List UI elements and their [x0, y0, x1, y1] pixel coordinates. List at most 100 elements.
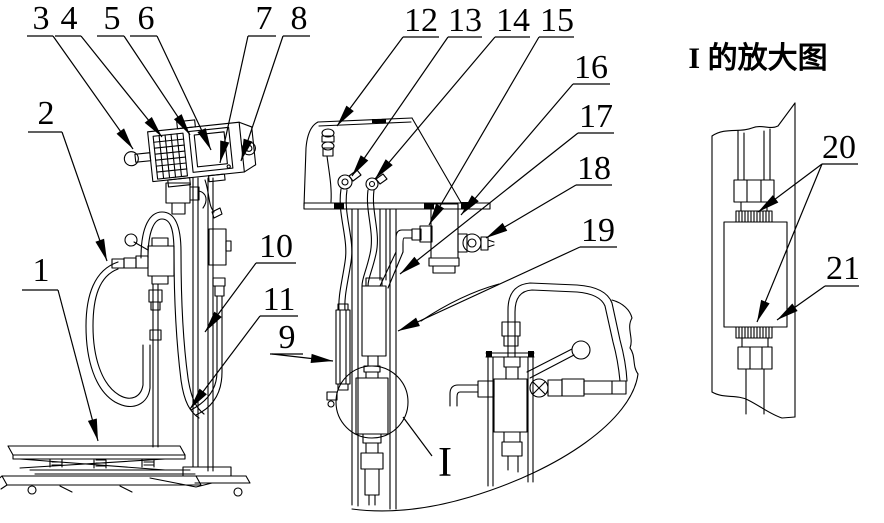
- callout-arrowhead: [758, 195, 779, 212]
- callout-label: 4: [61, 0, 78, 37]
- callout-arrowhead: [352, 155, 369, 176]
- callout-arrowhead: [95, 238, 107, 261]
- callout-15: 15: [428, 2, 574, 226]
- pump-lever-ball[interactable]: [571, 340, 591, 360]
- sight-glass: [326, 303, 351, 408]
- detail-circle-I: [335, 365, 409, 439]
- weighing-platform: [0, 445, 243, 497]
- detail-view-title: I 的放大图: [688, 42, 827, 75]
- callout-label: 21: [826, 250, 860, 287]
- bottom-break-line: [711, 391, 796, 419]
- callout-arrowhead: [337, 105, 354, 126]
- foot-pedal: [149, 477, 213, 488]
- callout-13: 13: [351, 2, 482, 177]
- callout-arrowhead: [757, 299, 770, 322]
- callout-label: 19: [581, 212, 615, 249]
- callout-leader: [402, 416, 433, 457]
- top-break-line: [711, 102, 796, 137]
- callout-arrowhead: [144, 116, 162, 137]
- metering-cylinder: [361, 277, 387, 367]
- callout-leader: [351, 36, 449, 177]
- callout-19: 19: [397, 212, 617, 332]
- callout-12: 12: [336, 2, 439, 127]
- callout-arrowhead: [777, 303, 798, 320]
- callout-label: 7: [256, 0, 273, 37]
- callout-label: 16: [574, 49, 608, 86]
- callout-label: 2: [38, 95, 55, 132]
- callout-3: 3: [27, 0, 134, 150]
- callout-arrowhead: [205, 311, 222, 332]
- callout-label: 6: [138, 0, 155, 37]
- callout-arrowhead: [87, 418, 98, 441]
- callout-label: 12: [404, 2, 438, 39]
- enlarged-detail-view: [711, 102, 796, 419]
- callout-I: I: [402, 416, 452, 486]
- callout-leader: [399, 132, 579, 275]
- left-filling-machine: [0, 119, 257, 497]
- callout-label: 11: [263, 281, 296, 318]
- callout-16: 16: [460, 49, 610, 216]
- callout-leader: [374, 36, 496, 180]
- callout-arrowhead: [241, 138, 253, 161]
- middle-filling-unit: [303, 117, 639, 512]
- callout-leader: [460, 83, 574, 216]
- support-column: [182, 177, 251, 484]
- callout-arrowhead: [220, 140, 230, 163]
- callout-arrowhead: [461, 195, 479, 215]
- frame-columns: [351, 208, 397, 510]
- callout-arrowhead: [116, 128, 133, 149]
- callout-10: 10: [204, 228, 296, 333]
- callout-leader: [61, 131, 108, 262]
- callout-5: 5: [97, 0, 191, 136]
- callout-arrowhead: [173, 114, 190, 135]
- callout-18: 18: [485, 150, 612, 239]
- handle-stem: [134, 152, 152, 163]
- callout-label: 20: [822, 129, 856, 166]
- solenoid-valve: [165, 182, 207, 215]
- top-valve-assembly: [379, 203, 495, 289]
- callout-label: 18: [577, 150, 611, 187]
- hand-pump-assembly: [449, 282, 628, 487]
- hood-fitting: [321, 128, 335, 203]
- callout-arrowhead: [398, 317, 420, 331]
- handle-ball[interactable]: [123, 151, 139, 167]
- hose-loop: [140, 211, 205, 419]
- callout-leader: [756, 163, 823, 323]
- callout-arrowhead: [486, 222, 508, 238]
- dispensing-valve-assembly: [111, 233, 175, 285]
- callout-7: 7: [219, 0, 276, 164]
- callout-label: 1: [33, 252, 50, 289]
- keypad[interactable]: [152, 132, 189, 180]
- callout-8: 8: [240, 0, 310, 162]
- callout-arrowhead: [197, 128, 211, 150]
- callout-leader: [397, 246, 581, 332]
- callout-leader: [428, 36, 540, 226]
- callout-1: 1: [22, 252, 99, 442]
- callout-14: 14: [374, 2, 530, 180]
- panel-side: [238, 121, 257, 173]
- callout-2: 2: [28, 95, 108, 262]
- callout-9: 9: [270, 319, 334, 364]
- callout-label: 10: [259, 228, 293, 265]
- callout-arrowhead: [429, 203, 445, 225]
- callout-leader: [52, 35, 134, 150]
- callout-label: 13: [448, 2, 482, 39]
- valve-knob[interactable]: [124, 233, 138, 247]
- callout-arrowhead: [190, 388, 207, 409]
- callout-label: 17: [579, 98, 613, 135]
- break-lines: [351, 283, 639, 512]
- hood: [303, 117, 491, 210]
- callout-21: 21: [776, 250, 860, 321]
- callout-arrowhead: [400, 256, 421, 274]
- callout-label: 15: [540, 2, 574, 39]
- callout-label: 9: [279, 319, 296, 356]
- lower-knurled-nut: [735, 326, 773, 415]
- callout-label: 14: [496, 2, 530, 39]
- callout-4: 4: [55, 0, 163, 138]
- callout-label: I: [438, 440, 452, 486]
- callout-6: 6: [130, 0, 212, 151]
